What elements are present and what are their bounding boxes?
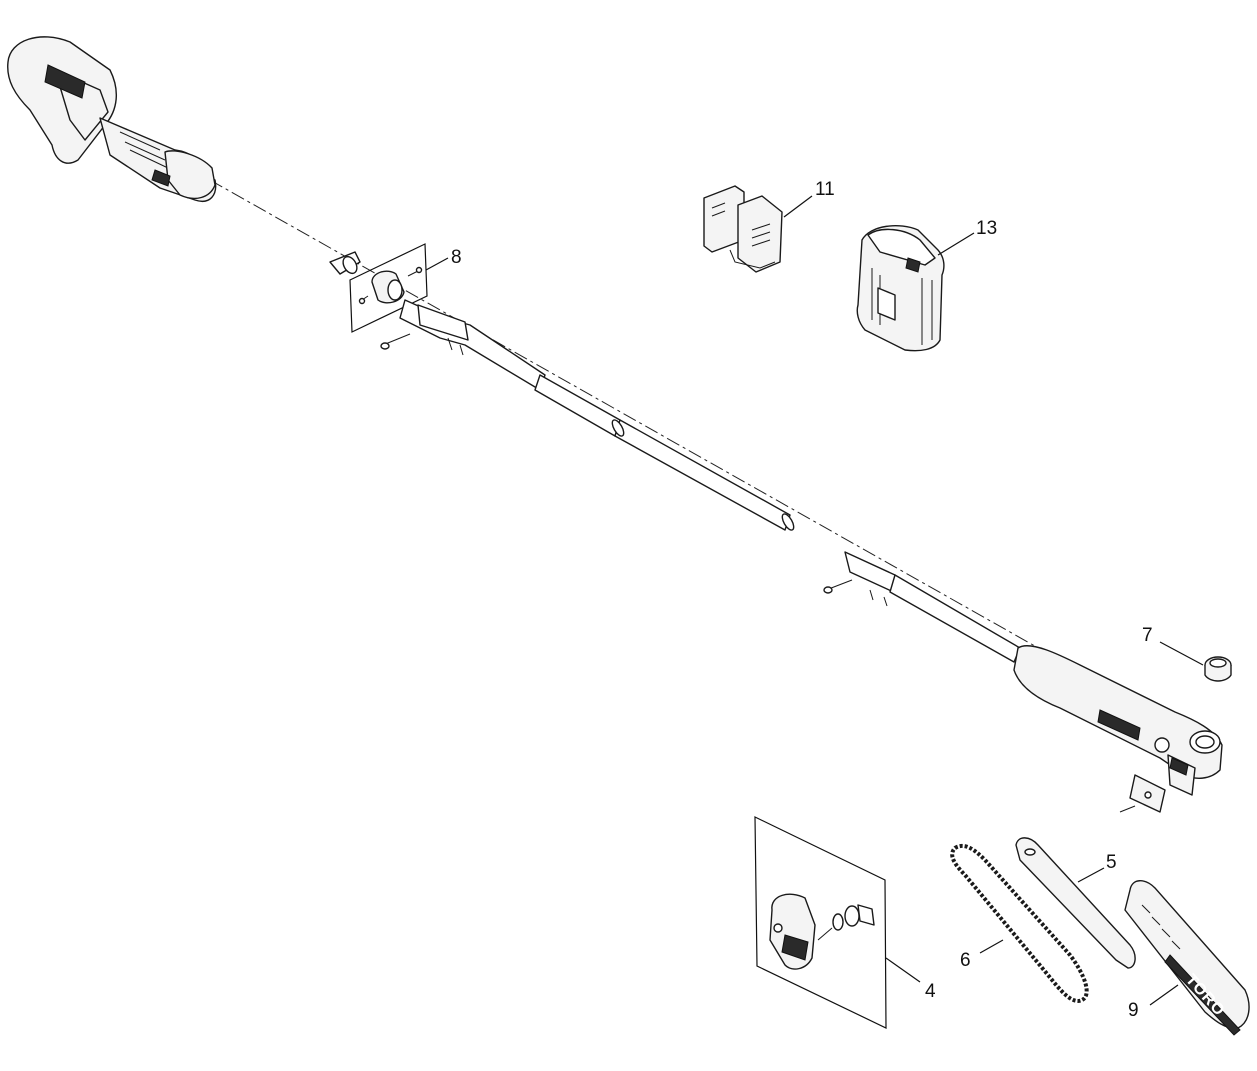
callout-9: 9 (1128, 1000, 1139, 1021)
clamp-kit-box (349, 243, 428, 333)
clamp-assembly (349, 243, 428, 333)
guide-bar (1015, 837, 1136, 969)
lower-clamp (823, 551, 1021, 663)
power-head-handle (7, 36, 217, 202)
callout-6: 6 (960, 950, 971, 971)
callout-7: 7 (1142, 625, 1153, 646)
saw-head (1013, 645, 1223, 813)
cover-kit-box (754, 816, 887, 1029)
sprocket-cover-kit (754, 816, 887, 1029)
battery-charger (703, 185, 783, 273)
callout-4: 4 (925, 981, 936, 1002)
upper-tube (329, 251, 361, 275)
callout-5: 5 (1106, 852, 1117, 873)
callout-13: 13 (976, 218, 997, 239)
callout-11: 11 (815, 179, 835, 200)
battery-pack (856, 225, 945, 352)
oil-cap (1204, 656, 1232, 682)
saw-chain (950, 843, 1089, 1003)
bar-scabbard: TORO (1124, 880, 1250, 1036)
callout-8: 8 (451, 247, 462, 268)
main-pole-tube (380, 299, 795, 531)
